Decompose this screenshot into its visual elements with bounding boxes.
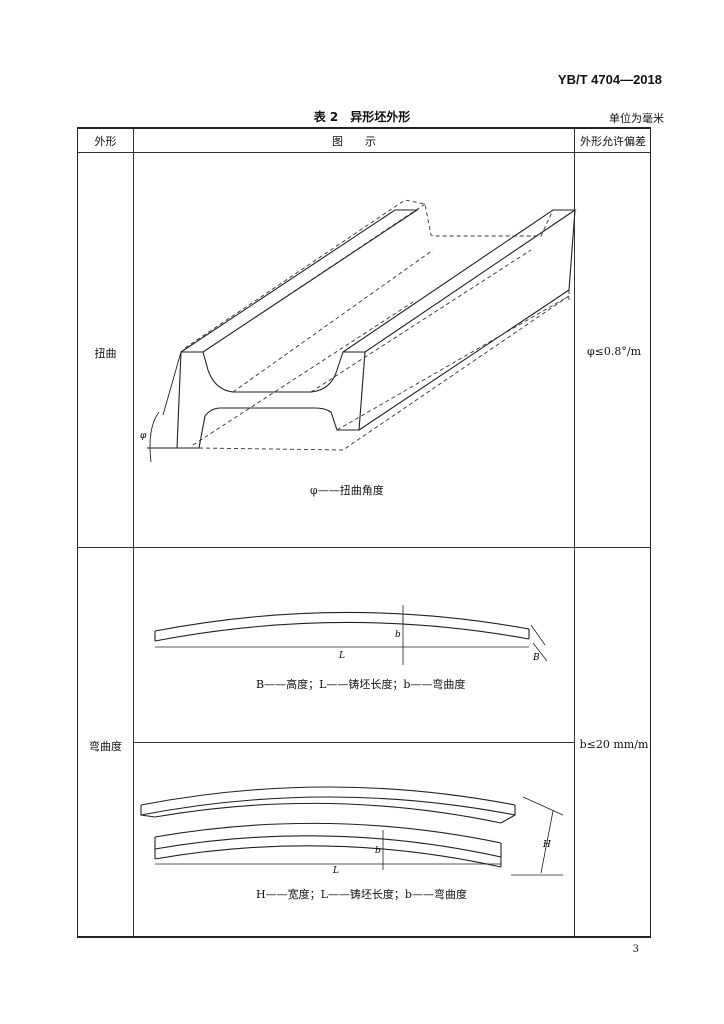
bow-figure-width: L b H [140, 786, 564, 876]
caption-twist: φ——扭曲角度 [310, 484, 384, 497]
row-label-bow: 弯曲度 [89, 740, 122, 753]
unit-note: 单位为毫米 [609, 112, 664, 125]
row-label-twist: 扭曲 [94, 347, 117, 360]
header-divider [78, 152, 650, 153]
row-divider [78, 547, 650, 548]
bow-label: b [395, 630, 401, 640]
table-title: 表 2 异形坯外形 [313, 110, 411, 124]
page-number: 3 [632, 944, 639, 955]
length-label-2: L [332, 866, 339, 876]
column-header-shape: 外形 [94, 135, 117, 148]
caption-bow-height: B——高度；L——铸坯长度；b——弯曲度 [256, 678, 466, 691]
column-divider [133, 129, 134, 936]
standard-code: YB/T 4704—2018 [557, 72, 662, 87]
figure-divider [133, 742, 574, 743]
height-label: B [532, 653, 540, 663]
twist-figure: φ [140, 199, 577, 463]
column-header-figure: 图 示 [332, 135, 376, 148]
column-header-tolerance: 外形允许偏差 [580, 135, 646, 148]
column-divider [574, 129, 575, 936]
tolerance-twist: φ≤0.8°/m [586, 345, 642, 358]
tolerance-bow: b≤20 mm/m [579, 738, 649, 751]
bow-figure-height: L b B [154, 605, 548, 665]
bow-label-2: b [375, 846, 381, 856]
angle-label: φ [140, 431, 147, 441]
width-label: H [542, 840, 551, 850]
shape-table: 外形 图 示 外形允许偏差 扭曲 φ≤0.8°/m φ——扭曲角度 弯曲度 b≤… [77, 127, 651, 938]
length-label: L [338, 651, 345, 661]
caption-bow-width: H——宽度；L——铸坯长度；b——弯曲度 [256, 888, 467, 901]
